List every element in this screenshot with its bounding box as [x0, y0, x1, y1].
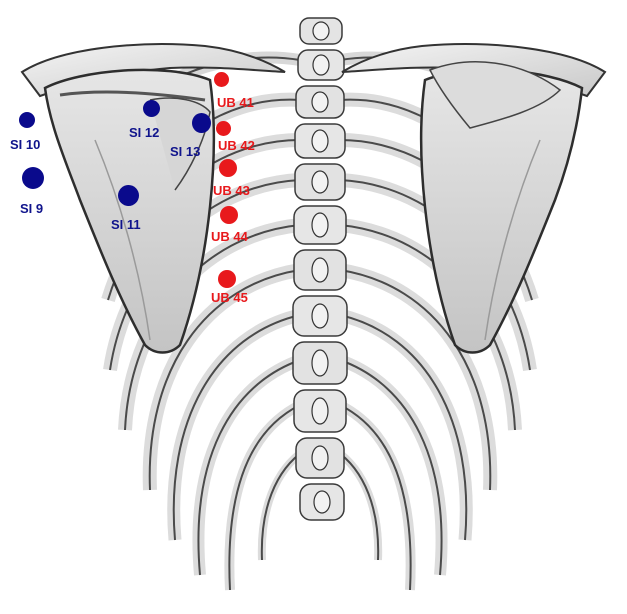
- si11-point-dot: [118, 185, 139, 206]
- si13-label: SI 13: [170, 145, 200, 158]
- si12-label: SI 12: [129, 126, 159, 139]
- si12-point-dot: [143, 100, 160, 117]
- ub41-label: UB 41: [217, 96, 254, 109]
- si10-label: SI 10: [10, 138, 40, 151]
- ub45-point-dot: [218, 270, 236, 288]
- ub44-label: UB 44: [211, 230, 248, 243]
- si9-point-dot: [22, 167, 44, 189]
- ub45-label: UB 45: [211, 291, 248, 304]
- right-scapula: [421, 62, 582, 353]
- ub44-point-dot: [220, 206, 238, 224]
- si10-point-dot: [19, 112, 35, 128]
- ub42-label: UB 42: [218, 139, 255, 152]
- ub42-point-dot: [216, 121, 231, 136]
- si13-point-dot: [192, 113, 211, 133]
- ub43-point-dot: [219, 159, 237, 177]
- ub43-label: UB 43: [213, 184, 250, 197]
- left-scapula: [45, 70, 214, 353]
- si9-label: SI 9: [20, 202, 43, 215]
- ub41-point-dot: [214, 72, 229, 87]
- si11-label: SI 11: [111, 218, 141, 231]
